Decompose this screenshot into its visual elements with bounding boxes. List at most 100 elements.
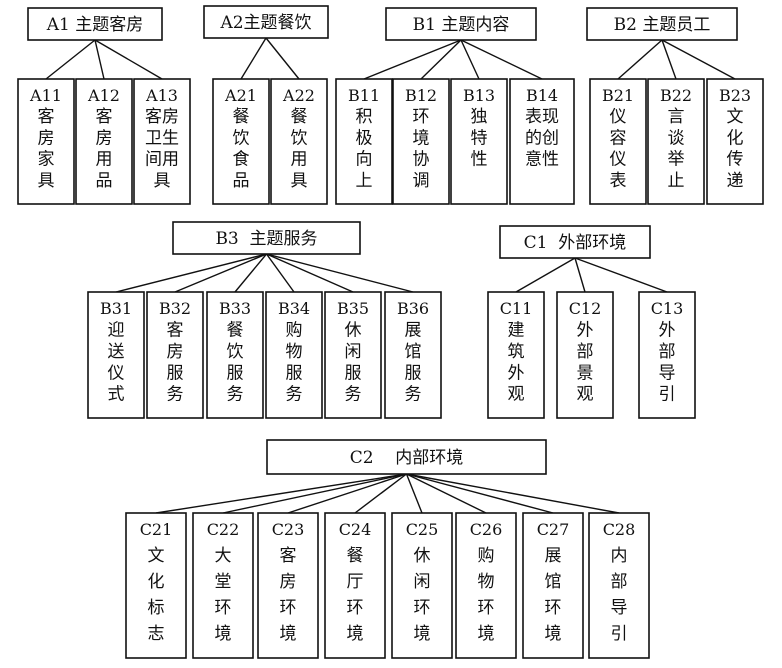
child-node-label-line: 服 [345,363,362,383]
child-node-label-line: 务 [405,385,422,405]
child-node-box [75,78,133,205]
child-node-box [391,512,453,659]
child-node-code: A12 [87,86,120,105]
child-node-label-line: 饮 [291,128,308,148]
child-node-label-line: 房 [96,128,113,148]
connector-line [266,253,354,293]
child-node-label-line: 展 [545,546,562,566]
child-node-label-line: 观 [508,385,525,405]
child-node-code: B36 [397,299,429,318]
child-node-label-line: 大 [215,546,232,566]
child-node-code: B35 [337,299,369,318]
connector-line [460,39,543,80]
child-node-label-line: 外 [577,320,594,340]
child-node-code: C27 [537,520,570,539]
child-node-label-line: 意性 [525,150,559,170]
child-node-label-line: 客 [280,546,297,566]
parent-node-box [385,7,537,41]
child-node-label-line: 迎 [108,320,125,340]
connector-line [45,39,96,80]
child-node-label-line: 景 [577,363,594,383]
connector-line [354,473,407,514]
child-node-label-line: 环 [413,107,430,127]
connector-line [265,253,295,293]
child-node-label-line: 具 [38,171,55,191]
child-node-label-line: 导 [611,598,628,618]
child-node-code: B31 [100,299,132,318]
child-node-box [324,291,382,419]
child-node-code: A21 [224,86,257,105]
child-node-code: B12 [405,86,437,105]
child-node-label-line: 服 [167,363,184,383]
child-node-label-line: 服 [286,363,303,383]
child-node-label-line: 物 [478,572,495,592]
child-node-label-line: 家 [38,150,55,170]
child-node-label-line: 环 [478,598,495,618]
child-node-box [589,78,647,205]
child-node-code: C12 [569,299,602,318]
child-node-label-line: 服 [227,363,244,383]
child-node-code: C28 [603,520,636,539]
child-node-code: C22 [207,520,240,539]
child-node-label-line: 部 [611,572,628,592]
connector-line [363,39,462,80]
child-node-label-line: 式 [108,385,125,405]
child-node-label-line: 文 [727,107,744,127]
connector-line [94,39,105,80]
child-node-box [212,78,270,205]
parent-node-box [586,7,738,41]
connector-line [661,39,677,80]
child-node-label-line: 饮 [227,342,244,362]
parent-node-box [266,439,547,475]
child-node-label-line: 谈 [668,128,685,148]
child-node-label-line: 物 [286,342,303,362]
child-node-box [455,512,517,659]
child-node-label-line: 境 [413,128,430,148]
child-node-box [588,512,650,659]
child-node-label-line: 闲 [345,342,362,362]
child-node-code: B22 [660,86,692,105]
child-node-label-line: 仪 [108,363,125,383]
connector-line [574,257,586,293]
child-node-code: A11 [29,86,62,105]
connector-line [222,473,407,514]
child-node-label-line: 环 [414,598,431,618]
child-node-box [450,78,508,205]
child-node-code: B13 [463,86,495,105]
child-node-label-line: 房 [280,572,297,592]
connector-line [265,37,300,80]
child-node-code: C23 [272,520,305,539]
child-node-code: C24 [339,520,372,539]
child-node-label-line: 环 [347,598,364,618]
child-node-box [556,291,614,419]
child-node-label-line: 文 [148,546,165,566]
child-node-label-line: 服 [405,363,422,383]
child-node-box [647,78,705,205]
child-node-label-line: 化 [727,128,744,148]
child-node-label-line: 内 [611,546,628,566]
child-node-code: A13 [145,86,178,105]
child-node-label-line: 休 [345,320,362,340]
child-node-label-line: 境 [215,624,232,644]
child-node-box [638,291,696,419]
child-node-label-line: 境 [545,624,562,644]
child-node-label-line: 客 [96,107,113,127]
child-node-label-line: 筑 [508,342,525,362]
